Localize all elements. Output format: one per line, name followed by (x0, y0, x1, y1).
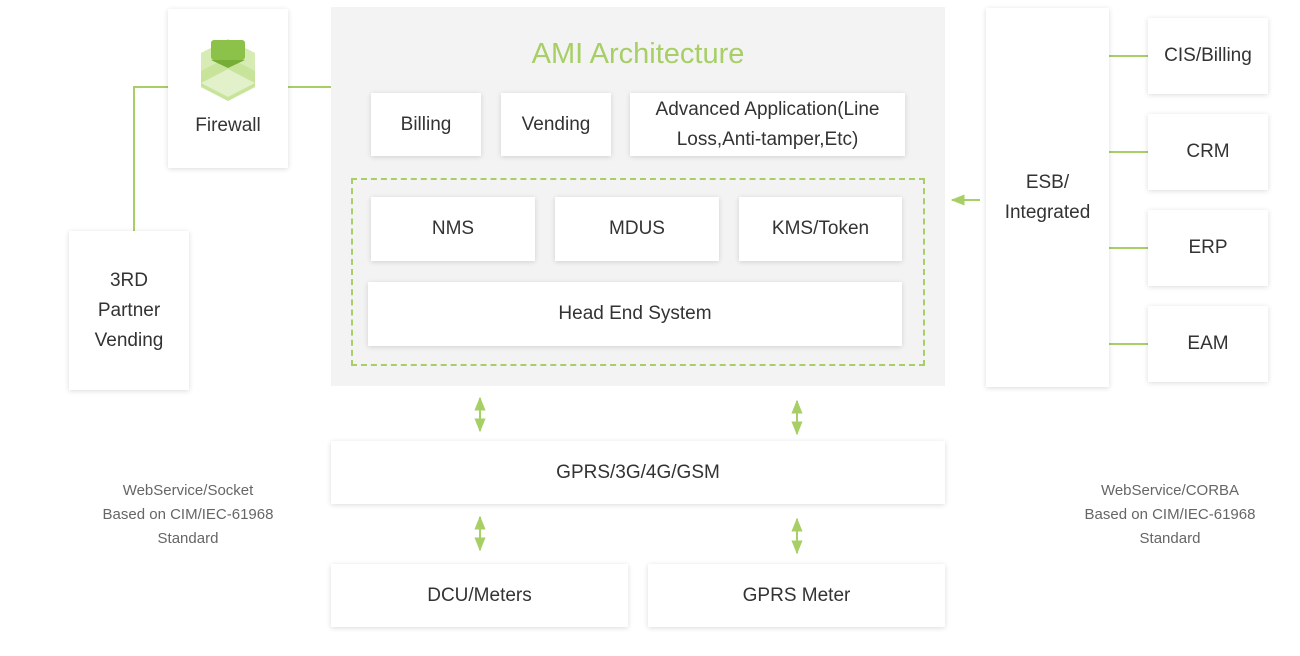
firewall-box[interactable]: Firewall (168, 9, 288, 168)
dcu-meters-box[interactable]: DCU/Meters (331, 564, 628, 627)
partner-vending-box[interactable]: 3RD Partner Vending (69, 231, 189, 390)
advanced-application-box[interactable]: Advanced Application(Line Loss,Anti-tamp… (630, 93, 905, 156)
esb-integrated-box[interactable]: ESB/ Integrated (986, 8, 1109, 387)
mdus-box[interactable]: MDUS (555, 197, 719, 261)
kms-token-box[interactable]: KMS/Token (739, 197, 902, 261)
billing-box[interactable]: Billing (371, 93, 481, 156)
gprs-meter-box[interactable]: GPRS Meter (648, 564, 945, 627)
firewall-cube-icon (201, 38, 255, 101)
system-crm[interactable]: CRM (1148, 114, 1268, 190)
firewall-label: Firewall (195, 114, 261, 136)
nms-box[interactable]: NMS (371, 197, 535, 261)
vending-box[interactable]: Vending (501, 93, 611, 156)
right-protocol-note: WebService/CORBA Based on CIM/IEC-61968 … (1084, 482, 1256, 547)
core-systems-group (351, 178, 925, 366)
left-protocol-note: WebService/Socket Based on CIM/IEC-61968… (102, 482, 274, 547)
partner-firewall-connector (133, 86, 168, 231)
head-end-system-box[interactable]: Head End System (368, 282, 902, 346)
system-erp[interactable]: ERP (1148, 210, 1268, 286)
diagram-title: AMI Architecture (531, 38, 745, 70)
network-box[interactable]: GPRS/3G/4G/GSM (331, 441, 945, 504)
system-eam[interactable]: EAM (1148, 306, 1268, 382)
system-cis-billing[interactable]: CIS/Billing (1148, 18, 1268, 94)
